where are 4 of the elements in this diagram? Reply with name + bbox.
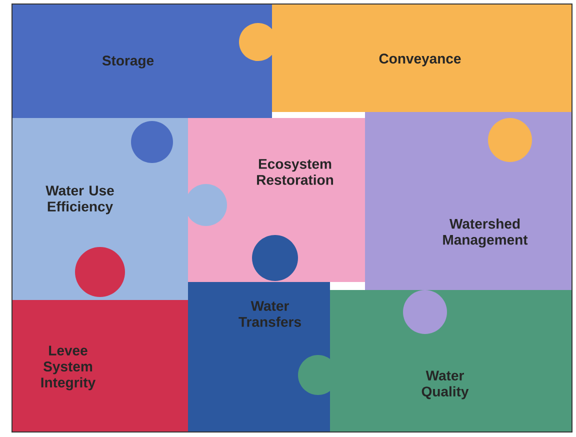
puzzle-piece: Levee System Integrity	[12, 247, 188, 432]
puzzle-piece: Watershed Management	[365, 112, 572, 334]
puzzle-piece: Water Transfers	[188, 235, 330, 432]
puzzle-piece: Ecosystem Restoration	[188, 118, 365, 282]
